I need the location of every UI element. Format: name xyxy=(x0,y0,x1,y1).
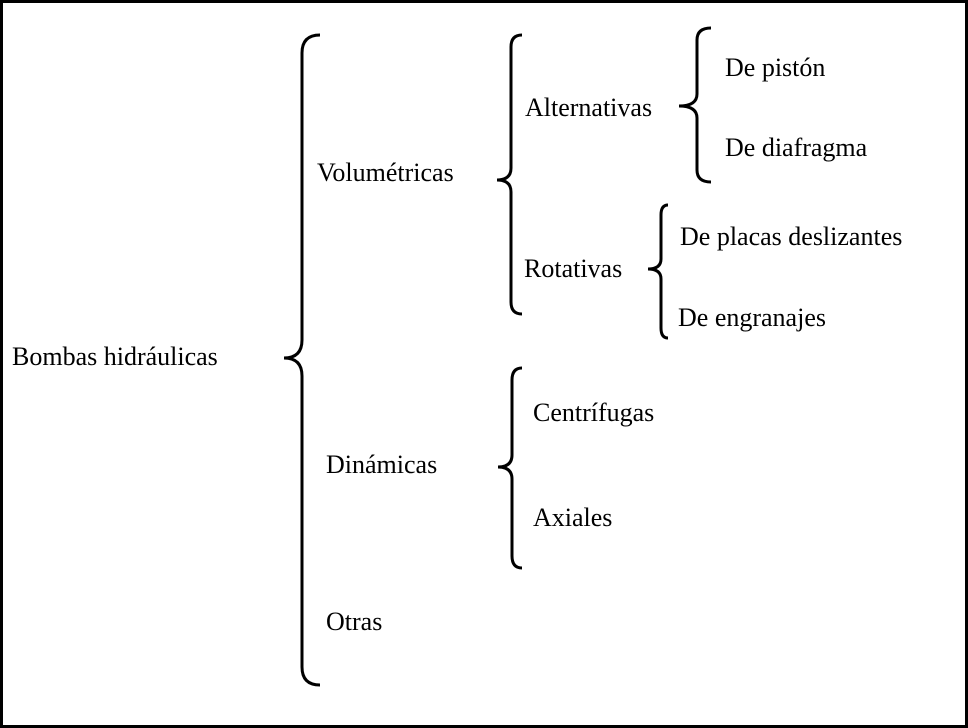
node-axiales: Axiales xyxy=(533,503,613,532)
brace-volumetricas xyxy=(496,33,523,316)
node-de-diafragma: De diafragma xyxy=(725,133,868,162)
node-dinamicas: Dinámicas xyxy=(326,450,438,479)
brace-bombas xyxy=(283,33,321,687)
node-rotativas: Rotativas xyxy=(524,254,623,283)
brace-dinamicas xyxy=(497,366,523,570)
node-de-piston: De pistón xyxy=(725,53,826,82)
node-de-placas-deslizantes: De placas deslizantes xyxy=(680,222,903,251)
brace-alternativas xyxy=(678,26,712,184)
brace-rotativas xyxy=(647,203,669,340)
node-de-engranajes: De engranajes xyxy=(678,303,826,332)
node-volumetricas: Volumétricas xyxy=(317,158,454,187)
node-centrifugas: Centrífugas xyxy=(533,398,655,427)
node-bombas-hidraulicas: Bombas hidráulicas xyxy=(12,342,218,371)
node-otras: Otras xyxy=(326,607,383,636)
node-alternativas: Alternativas xyxy=(525,93,653,122)
